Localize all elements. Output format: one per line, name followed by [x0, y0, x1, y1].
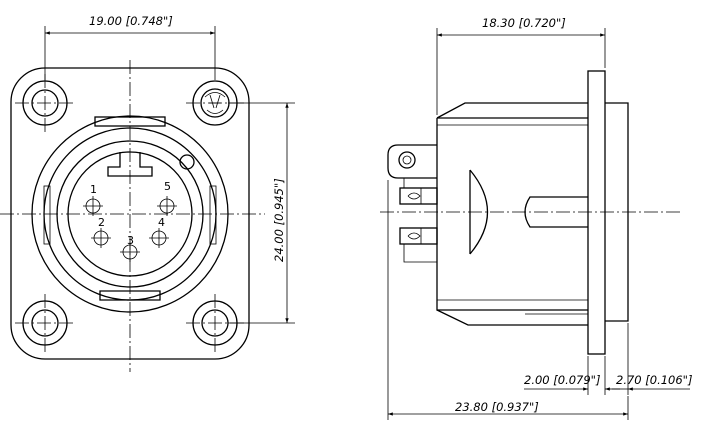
svg-text:18.30 [0.720"]: 18.30 [0.720"] [482, 16, 566, 30]
pin-channel [524, 196, 588, 228]
svg-text:5: 5 [164, 180, 171, 193]
polarization-mark [179, 154, 195, 170]
dim-front-width: 19.00 [0.748"] [44, 14, 216, 80]
svg-text:2.00 [0.079"]: 2.00 [0.079"] [524, 373, 600, 387]
pin-5: 5 [157, 180, 177, 216]
pin-1: 1 [83, 183, 103, 216]
svg-text:3: 3 [127, 234, 134, 247]
latch-bottom [99, 290, 161, 301]
svg-text:4: 4 [158, 216, 165, 229]
pin-4: 4 [149, 216, 169, 248]
side-view [380, 70, 680, 355]
mounting-hole-top-left [15, 74, 75, 132]
side-mark-right [209, 185, 217, 245]
svg-text:24.00 [0.945"]: 24.00 [0.945"] [272, 178, 286, 262]
latch-top [94, 116, 166, 127]
insert-dome [469, 169, 489, 255]
dim-overall-length: 23.80 [0.937"] [387, 180, 629, 420]
pin-insert [67, 151, 193, 277]
svg-text:2.70 [0.106"]: 2.70 [0.106"] [616, 373, 692, 387]
side-mark-left [43, 185, 51, 245]
dim-side-depth: 18.30 [0.720"] [436, 16, 606, 115]
latch-tab [387, 144, 437, 179]
solder-terminals [399, 177, 438, 263]
side-flange-plate [587, 70, 606, 355]
main-body [436, 118, 588, 311]
svg-text:23.80 [0.937"]: 23.80 [0.937"] [455, 400, 539, 414]
svg-text:1: 1 [90, 183, 97, 196]
outer-ring [31, 115, 229, 313]
dim-flange-thickness: 2.00 [0.079"] [524, 356, 620, 395]
key-slot [107, 152, 153, 177]
svg-text:2: 2 [98, 216, 105, 229]
pin-3: 3 [120, 234, 140, 262]
rear-boss [605, 102, 629, 322]
insert-ring [56, 140, 204, 288]
front-view: 1 5 2 4 3 [0, 60, 265, 372]
pin-2: 2 [91, 216, 111, 248]
mounting-hole-bottom-left [15, 294, 75, 352]
svg-text:19.00 [0.748"]: 19.00 [0.748"] [89, 14, 173, 28]
dim-front-height: 24.00 [0.945"] [228, 102, 295, 324]
dim-rear-offset: 2.70 [0.106"] [612, 323, 692, 395]
